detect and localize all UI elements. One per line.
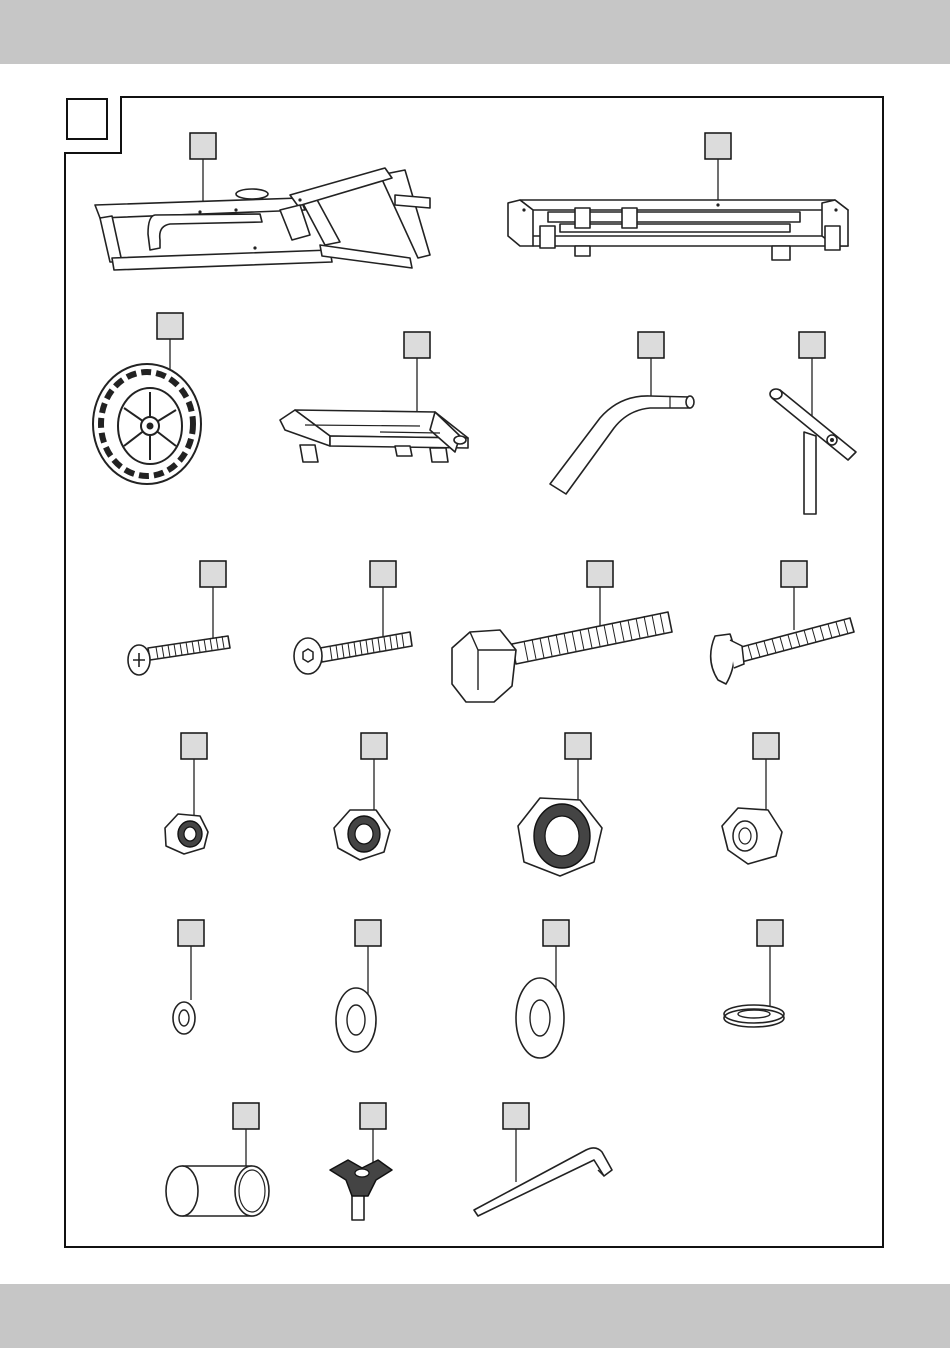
part-bent-tube bbox=[550, 332, 694, 494]
part-slide-carriage bbox=[280, 332, 468, 462]
part-medium-washer bbox=[336, 920, 381, 1052]
part-large-washer bbox=[516, 920, 569, 1058]
part-label-box bbox=[587, 561, 613, 587]
part-label-box bbox=[638, 332, 664, 358]
part-label-box bbox=[781, 561, 807, 587]
part-allen-key bbox=[474, 1103, 612, 1216]
part-carriage-bolt bbox=[711, 561, 854, 684]
part-label-box bbox=[200, 561, 226, 587]
part-label-box bbox=[181, 733, 207, 759]
part-label-box bbox=[565, 733, 591, 759]
part-label-box bbox=[360, 1103, 386, 1129]
part-label-box bbox=[753, 733, 779, 759]
part-t-handle bbox=[770, 332, 856, 514]
part-label-box bbox=[705, 133, 731, 159]
part-wheel bbox=[93, 313, 201, 484]
part-small-lock-nut bbox=[165, 733, 208, 854]
part-base-frame bbox=[508, 133, 848, 260]
part-label-box bbox=[190, 133, 216, 159]
part-label-box bbox=[404, 332, 430, 358]
part-label-box bbox=[757, 920, 783, 946]
part-label-box bbox=[503, 1103, 529, 1129]
part-large-hex-bolt bbox=[452, 561, 672, 702]
part-label-box bbox=[543, 920, 569, 946]
part-large-lock-nut bbox=[518, 733, 602, 876]
part-label-box bbox=[370, 561, 396, 587]
part-main-frame bbox=[95, 133, 430, 270]
part-medium-lock-nut bbox=[334, 733, 390, 860]
part-label-box bbox=[178, 920, 204, 946]
part-small-washer bbox=[173, 920, 204, 1034]
part-hex-nut bbox=[722, 733, 782, 864]
part-label-box bbox=[157, 313, 183, 339]
part-label-box bbox=[361, 733, 387, 759]
part-phillips-screw bbox=[128, 561, 230, 675]
part-label-box bbox=[355, 920, 381, 946]
part-label-box bbox=[799, 332, 825, 358]
part-spacer-sleeve bbox=[166, 1103, 269, 1216]
part-label-box bbox=[233, 1103, 259, 1129]
part-star-knob bbox=[330, 1103, 392, 1220]
part-hex-socket-bolt bbox=[294, 561, 412, 674]
part-spring-washer bbox=[724, 920, 784, 1027]
